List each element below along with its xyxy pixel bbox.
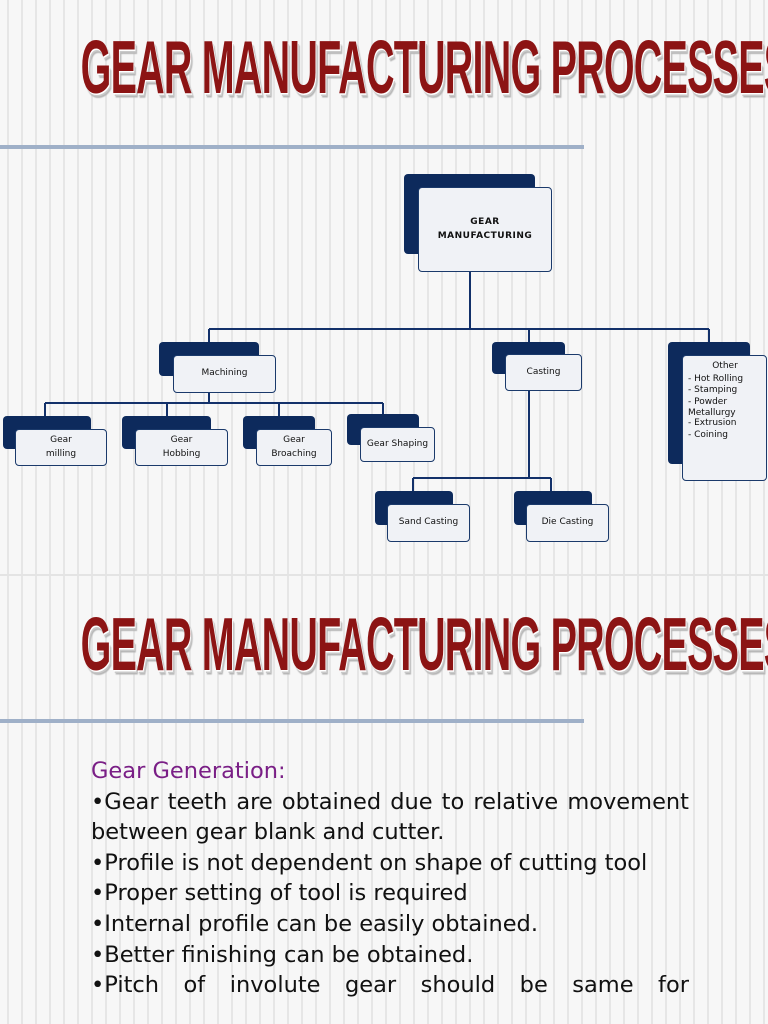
list-item: - Hot Rolling	[688, 373, 744, 384]
node-label: MANUFACTURING	[437, 230, 533, 241]
slide-content: Gear Generation: •Gear teeth are obtaine…	[91, 756, 689, 1001]
node-label: Broaching	[271, 448, 317, 459]
node-label: Gear	[283, 435, 305, 446]
node-sand-casting: Sand Casting	[375, 491, 470, 542]
node-label: milling	[45, 448, 77, 459]
slide-gear-manufacturing-chart: GEAR MANUFACTURING PROCESSES GEAR MANUFAC…	[0, 25, 768, 542]
bullet-item: •Internal profile can be easily obtained…	[91, 910, 538, 937]
slide-gear-generation: GEAR MANUFACTURING PROCESSES Gear Genera…	[0, 576, 768, 1024]
node-label: Die Casting	[541, 517, 594, 528]
node-label: Gear	[50, 435, 72, 446]
node-gear-shaping: Gear Shaping	[347, 414, 435, 462]
node-box: Gear Shaping	[360, 427, 435, 462]
node-box: Die Casting	[526, 504, 609, 542]
node-casting: Casting	[492, 342, 582, 391]
title-underline	[0, 145, 584, 149]
node-box: Sand Casting	[387, 504, 470, 542]
subheading: Gear Generation:	[91, 758, 286, 784]
node-box: Gear milling	[15, 429, 107, 466]
title-underline	[0, 719, 584, 723]
node-box: Other - Hot Rolling - Stamping - Powder …	[682, 355, 767, 481]
node-box: GEAR MANUFACTURING	[418, 187, 552, 272]
node-box: Machining	[173, 355, 276, 393]
node-label: Machining	[201, 368, 248, 379]
node-label: Gear Shaping	[366, 438, 429, 449]
list-item: - Stamping	[688, 385, 738, 396]
node-machining: Machining	[159, 342, 276, 393]
bullet-item: •Better finishing can be obtained.	[91, 941, 474, 968]
bullet-item: •Pitch of involute gear should be same f…	[91, 972, 689, 999]
node-gear-milling: Gear milling	[3, 416, 107, 466]
node-other: Other - Hot Rolling - Stamping - Powder …	[668, 342, 767, 481]
node-box: Casting	[505, 354, 582, 391]
node-label: Hobbing	[162, 448, 201, 459]
bullet-item: •Gear teeth are obtained due to relative…	[91, 788, 689, 846]
list-item: - Extrusion	[688, 418, 737, 429]
node-label: Casting	[526, 366, 561, 377]
node-die-casting: Die Casting	[514, 491, 609, 542]
list-item: - Powder	[688, 397, 728, 408]
list-item: - Coining	[688, 429, 729, 440]
slide-separator	[0, 574, 768, 576]
connector-lines	[44, 271, 710, 491]
node-label: GEAR	[470, 217, 500, 228]
bullet-item: •Profile is not dependent on shape of cu…	[91, 849, 648, 876]
slide-title: GEAR MANUFACTURING PROCESSES	[80, 25, 768, 110]
node-label: Other	[712, 361, 738, 371]
bullet-item: •Proper setting of tool is required	[91, 880, 468, 907]
node-gear-manufacturing: GEAR MANUFACTURING	[404, 174, 552, 272]
node-label: Gear	[170, 435, 193, 446]
list-item: Metallurgy	[688, 407, 736, 418]
slide-title: GEAR MANUFACTURING PROCESSES	[80, 602, 768, 687]
node-label: Sand Casting	[398, 517, 459, 528]
